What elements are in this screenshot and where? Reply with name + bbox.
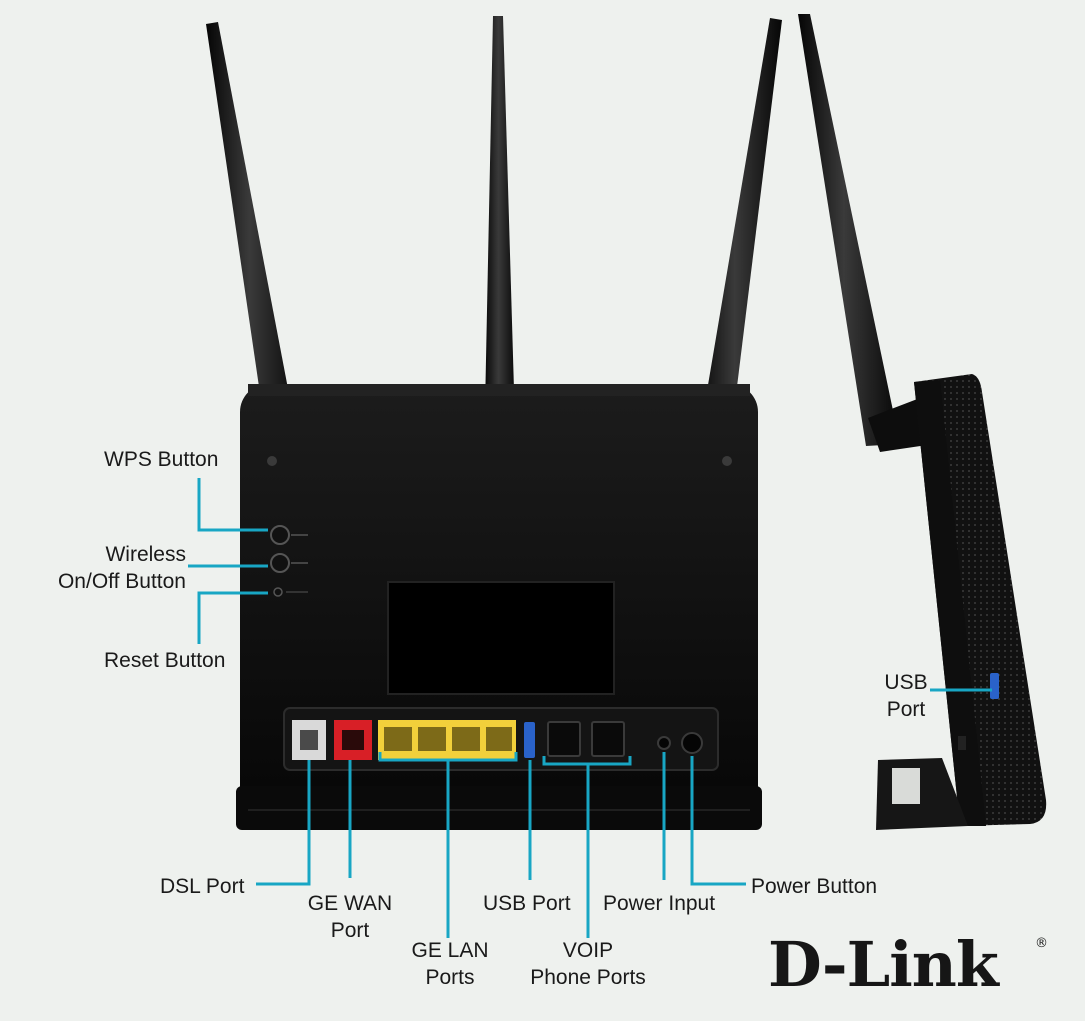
label-ge-wan-port: GE WAN Port [292, 890, 408, 944]
label-usb-side-line2: Port [886, 698, 926, 721]
wps-button-graphic [270, 525, 308, 545]
label-voip-line1: VOIP [562, 939, 614, 962]
label-wireless-line2: On/Off Button [57, 570, 186, 593]
label-ge-lan-line1: GE LAN [411, 939, 489, 962]
wireless-button-graphic [270, 553, 308, 573]
label-ge-lan-ports: GE LAN Ports [392, 937, 508, 991]
label-power-input: Power Input [603, 892, 716, 915]
registered-mark: ® [1035, 936, 1048, 951]
label-voip-ports: VOIP Phone Ports [518, 937, 658, 991]
callout-lines [188, 478, 992, 938]
label-ge-wan-line1: GE WAN [307, 892, 393, 915]
reset-button-graphic [273, 587, 308, 597]
label-power-button: Power Button [751, 875, 878, 898]
label-wireless-line1: Wireless [105, 543, 186, 566]
label-voip-line2: Phone Ports [530, 966, 646, 989]
label-ge-wan-line2: Port [330, 919, 370, 942]
callout-line-reset [197, 591, 268, 644]
label-usb-port: USB Port [483, 892, 571, 915]
label-usb-side: USB Port [876, 669, 936, 723]
label-wireless-button: Wireless On/Off Button [30, 541, 186, 595]
label-reset-button: Reset Button [104, 649, 226, 672]
antenna-right [696, 18, 782, 460]
callout-line-power-button [690, 756, 746, 886]
label-usb-side-line1: USB [884, 671, 928, 694]
antenna-center [484, 16, 516, 458]
callout-line-wps [197, 478, 268, 532]
port-panel [283, 707, 719, 771]
router-side-view [798, 14, 1047, 830]
antenna-left [206, 22, 302, 462]
callout-line-dsl [256, 760, 311, 886]
label-wps-button: WPS Button [104, 448, 219, 471]
label-dsl-port: DSL Port [160, 875, 245, 898]
dlink-logo: D-Link [768, 928, 999, 1001]
label-ge-lan-line2: Ports [425, 966, 475, 989]
